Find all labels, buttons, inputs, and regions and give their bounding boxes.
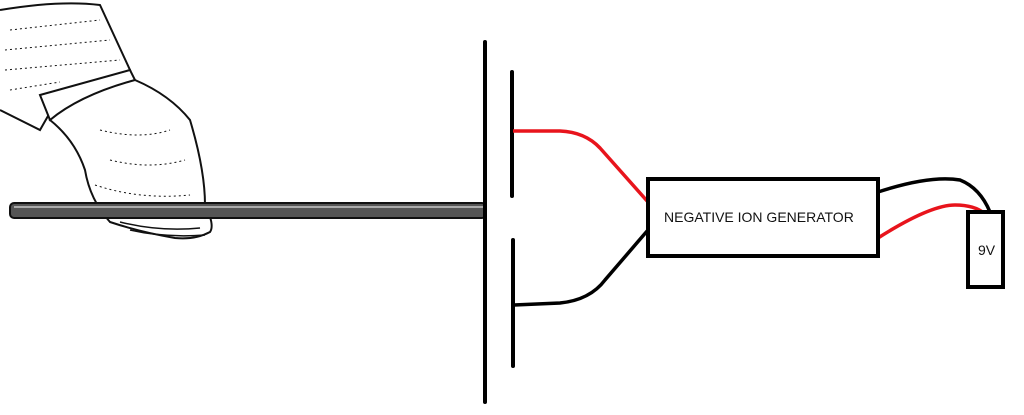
black-wire-lower-plate — [513, 228, 650, 307]
battery-box — [966, 210, 1005, 289]
red-wire-upper-plate — [513, 129, 650, 204]
hand-illustration — [0, 2, 213, 240]
red-wire-battery — [877, 203, 987, 240]
negative-ion-generator-box — [646, 177, 880, 258]
generator-label: NEGATIVE ION GENERATOR — [664, 209, 854, 225]
battery-label: 9V — [978, 242, 996, 258]
black-wire-battery — [877, 177, 992, 213]
rod — [9, 202, 487, 219]
